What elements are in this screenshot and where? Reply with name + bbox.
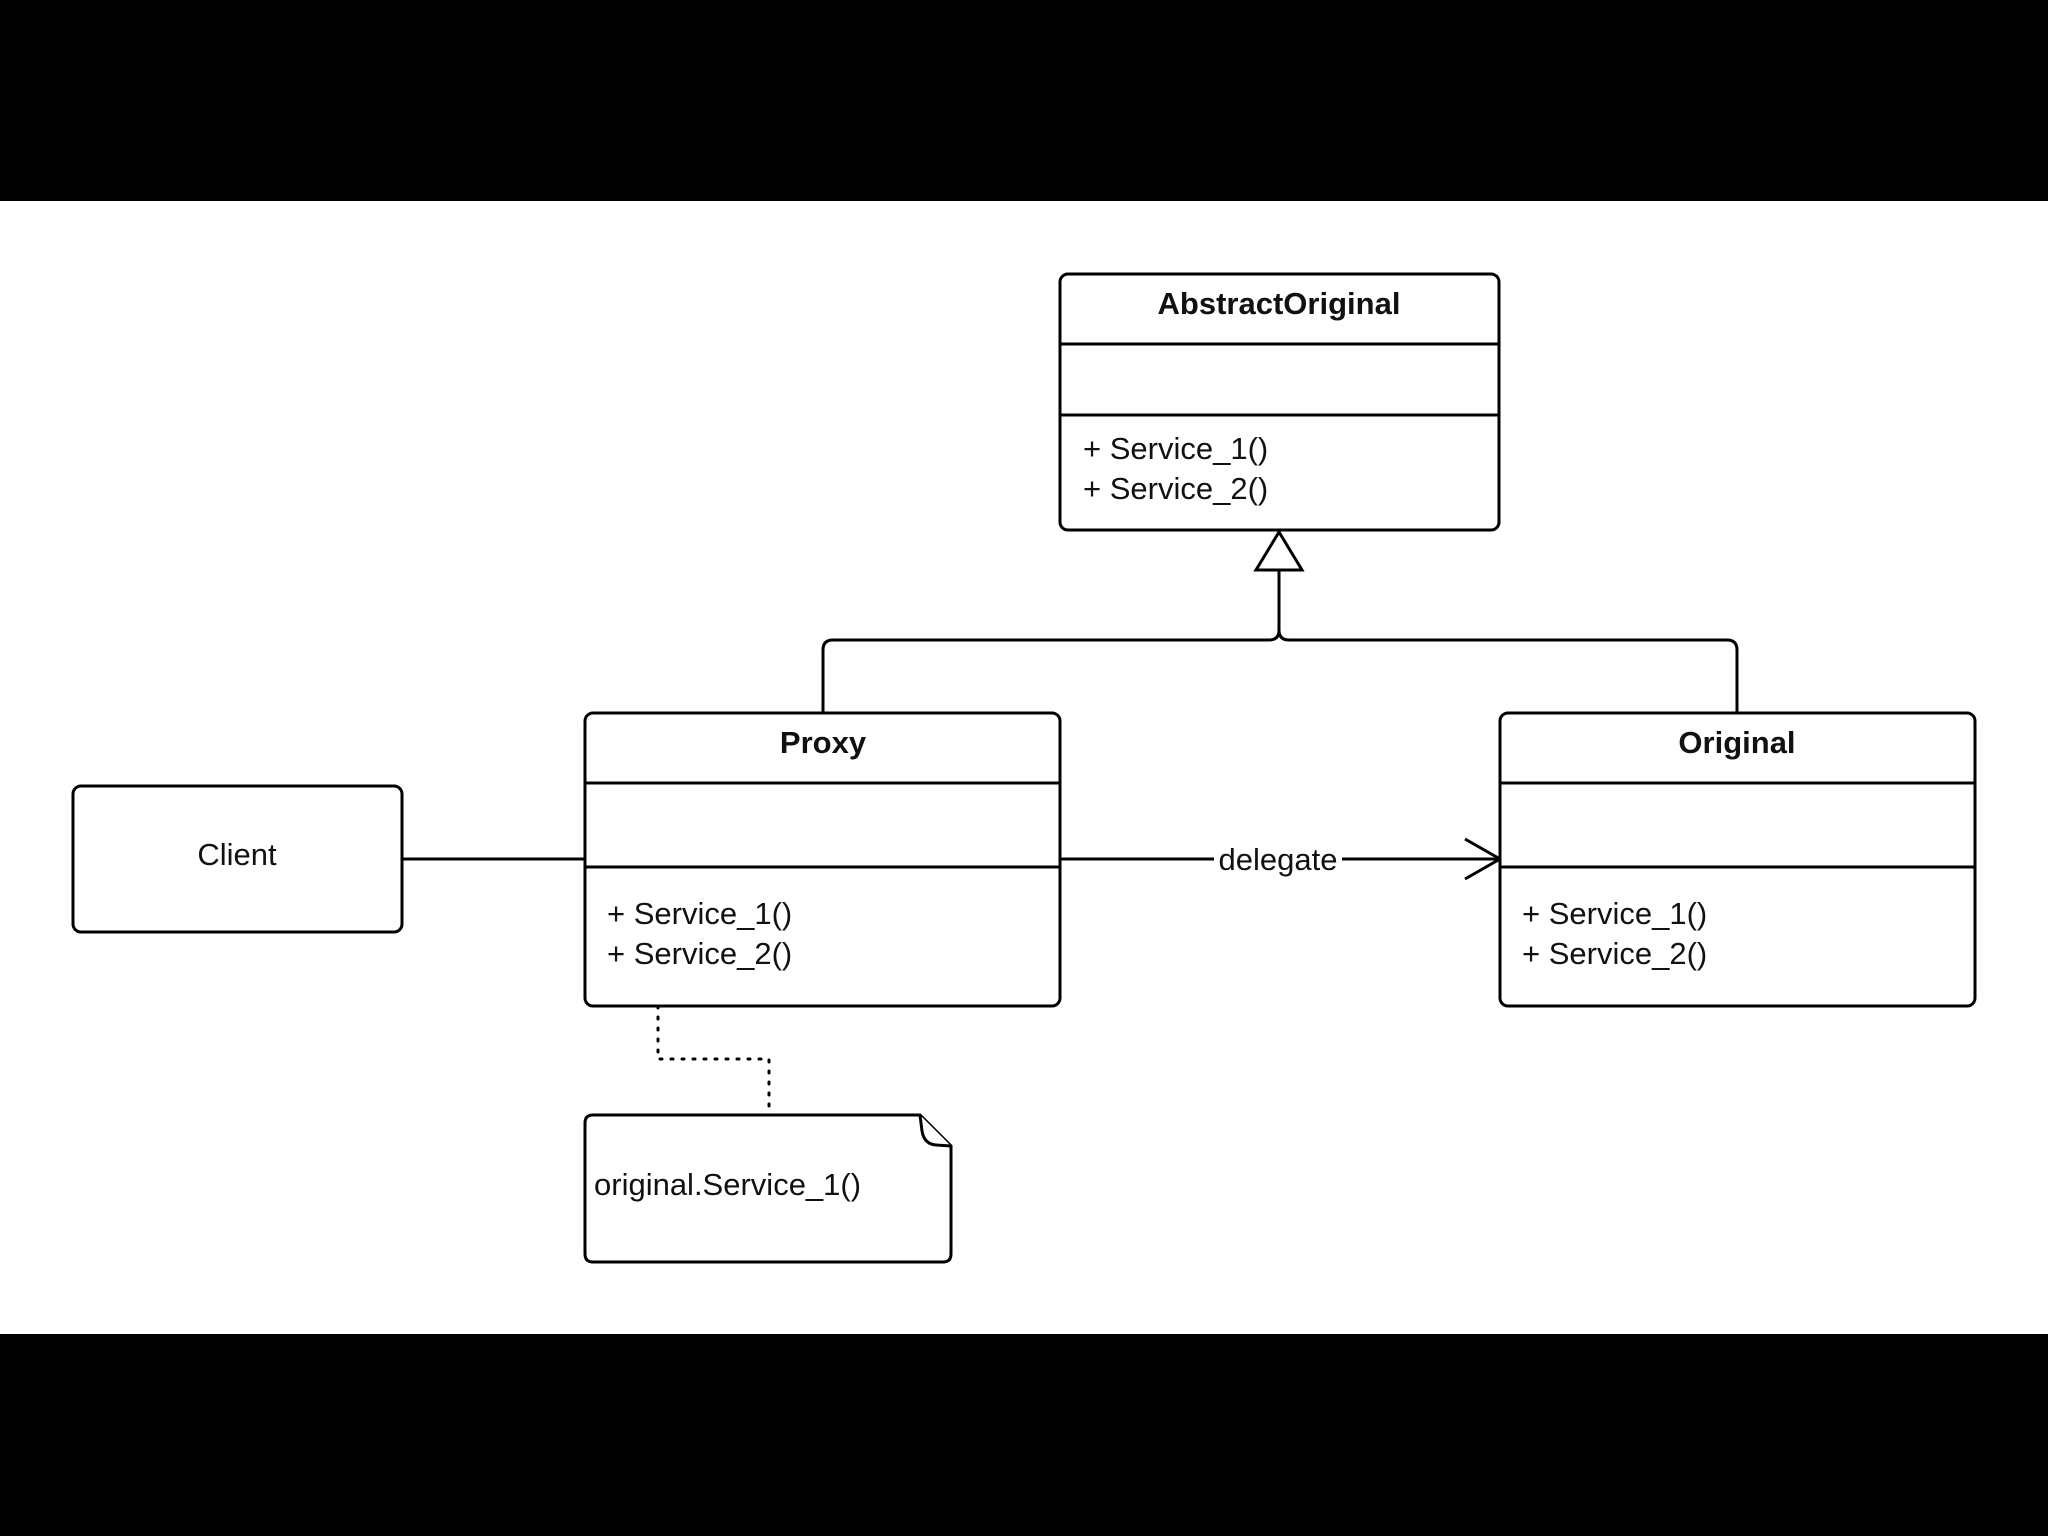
- delegate-association: delegate: [1060, 837, 1504, 881]
- class-name: AbstractOriginal: [1158, 286, 1401, 321]
- class-box: [583, 711, 1062, 1008]
- class-operation: + Service_1(): [1083, 431, 1268, 466]
- client-rect: [71, 784, 404, 934]
- client-box[interactable]: Client: [71, 784, 404, 934]
- delegate-label-bg: [1214, 843, 1342, 877]
- class-original[interactable]: Original + Service_1() + Service_2(): [1498, 711, 1977, 1008]
- class-operation: + Service_2(): [1522, 936, 1707, 971]
- class-operation: + Service_2(): [1083, 471, 1268, 506]
- class-proxy[interactable]: Proxy + Service_1() + Service_2(): [583, 711, 1062, 1008]
- class-box: [1058, 272, 1501, 532]
- note-fold-icon: [918, 1114, 952, 1148]
- class-box: [1498, 711, 1977, 1008]
- class-operation: + Service_2(): [607, 936, 792, 971]
- delegate-label: delegate: [1219, 842, 1338, 877]
- note-shape: [583, 1113, 953, 1264]
- note-box[interactable]: original.Service_1(): [583, 1113, 953, 1264]
- note-text: original.Service_1(): [594, 1167, 861, 1202]
- class-operation: + Service_1(): [1522, 896, 1707, 931]
- generalization-arrowhead-icon: [1253, 529, 1305, 572]
- generalization-connector: [821, 529, 1739, 712]
- class-name: Proxy: [780, 725, 867, 760]
- generalization-line-original: [1277, 629, 1739, 712]
- class-operation: + Service_1(): [607, 896, 792, 931]
- class-name: Original: [1678, 725, 1795, 760]
- note-anchor-line: [656, 1004, 771, 1116]
- class-abstract-original[interactable]: AbstractOriginal + Service_1() + Service…: [1058, 272, 1501, 532]
- client-label: Client: [197, 837, 277, 872]
